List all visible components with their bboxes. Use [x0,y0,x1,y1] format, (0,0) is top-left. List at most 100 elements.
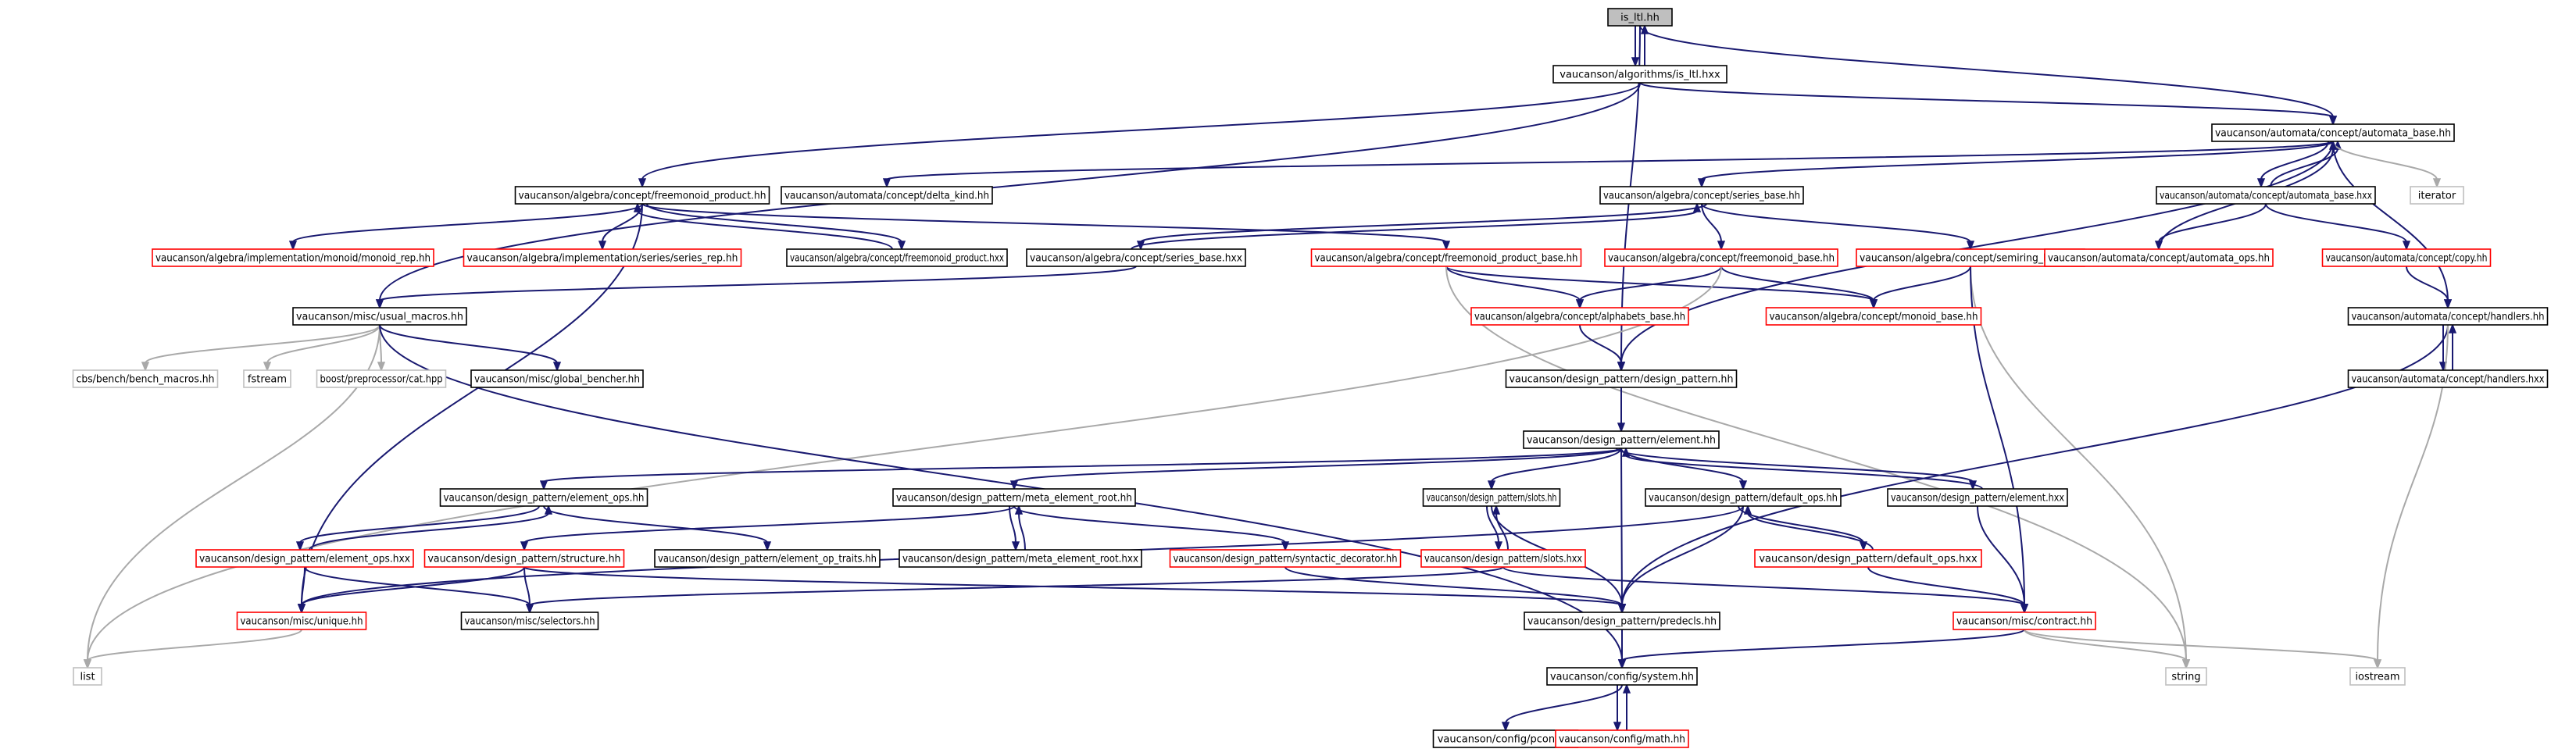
node-box [460,612,599,630]
edge-vaucanson-algorithms-is-ltl-hxx-to-vaucanson-algebra-concept-freemonoid-product-hh [638,82,1641,189]
edge-vaucanson-algebra-concept-series-base-hxx-to-vaucanson-misc-usual-macros-hh [375,266,1137,310]
edge-vaucanson-automata-concept-automata-base-hh-to-vaucanson-automata-concept-automata-base-hxx [2256,141,2329,189]
node-vaucanson-misc-usual-macros-hh[interactable]: vaucanson/misc/usual_macros.hh [292,307,467,326]
node-label: vaucanson/misc/usual_macros.hh [296,312,463,323]
edge-vaucanson-automata-concept-automata-base-hh-to-iterator [2332,141,2442,189]
node-label: vaucanson/automata/concept/automata_base… [2215,128,2451,140]
node-vaucanson-misc-contract-hh[interactable]: vaucanson/misc/contract.hh [1953,612,2096,630]
node-vaucanson-algebra-concept-monoid-base-hh[interactable]: vaucanson/algebra/concept/monoid_base.hh [1765,307,1982,326]
node-box [2347,369,2549,388]
edge-is-ltl-hh-to-vaucanson-automata-concept-automata-base-hh [1639,25,2338,127]
node-vaucanson-automata-concept-handlers-hxx[interactable]: vaucanson/automata/concept/handlers.hxx [2347,369,2549,388]
node-vaucanson-algorithms-is-ltl-hxx[interactable]: vaucanson/algorithms/is_ltl.hxx [1552,65,1727,84]
node-vaucanson-design-pattern-meta-element-root-hh[interactable]: vaucanson/design_pattern/meta_element_ro… [892,488,1136,507]
node-vaucanson-design-pattern-syntactic-decorator-hh[interactable]: vaucanson/design_pattern/syntactic_decor… [1169,549,1402,568]
node-vaucanson-design-pattern-meta-element-root-hxx[interactable]: vaucanson/design_pattern/meta_element_ro… [899,549,1142,568]
node-vaucanson-automata-concept-automata-base-hh[interactable]: vaucanson/automata/concept/automata_base… [2211,123,2455,142]
node-vaucanson-design-pattern-default-ops-hh[interactable]: vaucanson/design_pattern/default_ops.hh [1645,488,1842,507]
node-vaucanson-config-math-hh[interactable]: vaucanson/config/math.hh [1555,729,1689,748]
node-vaucanson-design-pattern-element-hh[interactable]: vaucanson/design_pattern/element.hh [1523,430,1720,449]
node-label: vaucanson/automata/concept/delta_kind.hh [784,191,989,202]
edge-vaucanson-design-pattern-element-hxx-to-vaucanson-design-pattern-element-hh [1621,446,1983,490]
node-vaucanson-design-pattern-element-op-traits-hh[interactable]: vaucanson/design_pattern/element_op_trai… [654,549,881,568]
node-label: vaucanson/design_pattern/element.hxx [1891,493,2064,505]
node-list: list [73,667,102,686]
node-vaucanson-automata-concept-copy-hh[interactable]: vaucanson/automata/concept/copy.hh [2321,248,2492,267]
node-vaucanson-algebra-concept-semiring-base-hh[interactable]: vaucanson/algebra/concept/semiring_base.… [1856,248,2085,267]
node-vaucanson-algebra-concept-series-base-hxx[interactable]: vaucanson/algebra/concept/series_base.hx… [1026,248,1246,267]
node-vaucanson-algebra-concept-freemonoid-product-hxx[interactable]: vaucanson/algebra/concept/freemonoid_pro… [786,248,1008,267]
node-vaucanson-algebra-concept-freemonoid-base-hh[interactable]: vaucanson/algebra/concept/freemonoid_bas… [1604,248,1838,267]
node-label: vaucanson/algebra/concept/freemonoid_pro… [1315,253,1578,265]
node-label: list [80,672,95,683]
node-box [2410,186,2464,205]
node-box [2044,248,2274,267]
edge-vaucanson-algebra-concept-semiring-base-hh-to-vaucanson-algebra-concept-monoid-base-hh [1869,266,1971,310]
node-box [2156,186,2376,205]
node-box [1599,186,1804,205]
node-label: vaucanson/automata/concept/handlers.hh [2352,312,2545,323]
node-vaucanson-design-pattern-slots-hxx[interactable]: vaucanson/design_pattern/slots.hxx [1420,549,1586,568]
node-label: vaucanson/algebra/concept/series_base.hx… [1030,253,1242,265]
node-vaucanson-algebra-concept-freemonoid-product-base-hh[interactable]: vaucanson/algebra/concept/freemonoid_pro… [1310,248,1582,267]
node-label: vaucanson/design_pattern/element.hh [1527,435,1716,447]
node-label: vaucanson/algebra/concept/freemonoid_pro… [519,191,766,202]
node-box [2211,123,2455,142]
node-vaucanson-design-pattern-element-hxx[interactable]: vaucanson/design_pattern/element.hxx [1887,488,2068,507]
edge-vaucanson-design-pattern-element-hh-to-vaucanson-design-pattern-meta-element-root-hh [1009,448,1622,491]
node-label: iostream [2355,672,2399,683]
node-label: vaucanson/algebra/concept/monoid_base.hh [1770,312,1978,323]
node-box [1523,430,1720,449]
edge-is-ltl-hh-to-vaucanson-algorithms-is-ltl-hxx [1631,25,1640,68]
node-vaucanson-automata-concept-delta-kind-hh[interactable]: vaucanson/automata/concept/delta_kind.hh [781,186,993,205]
node-vaucanson-config-system-hh[interactable]: vaucanson/config/system.hh [1546,667,1698,686]
edge-vaucanson-design-pattern-default-ops-hxx-to-vaucanson-design-pattern-default-ops-hh [1743,504,1874,551]
node-box [1546,667,1698,686]
node-vaucanson-design-pattern-default-ops-hxx[interactable]: vaucanson/design_pattern/default_ops.hxx [1754,549,1982,568]
node-vaucanson-misc-selectors-hh[interactable]: vaucanson/misc/selectors.hh [460,612,599,630]
node-string: string [2165,667,2207,686]
edge-vaucanson-design-pattern-element-ops-hh-to-vaucanson-design-pattern-element-op-traits-hh [543,505,772,552]
node-box [899,549,1142,568]
node-box [73,667,102,686]
node-label: vaucanson/design_pattern/design_pattern.… [1510,374,1734,386]
node-box [1604,248,1838,267]
node-vaucanson-algebra-implementation-monoid-monoid-rep-hh[interactable]: vaucanson/algebra/implementation/monoid/… [152,248,434,267]
node-vaucanson-design-pattern-predecls-hh[interactable]: vaucanson/design_pattern/predecls.hh [1524,612,1720,630]
node-vaucanson-design-pattern-slots-hh[interactable]: vaucanson/design_pattern/slots.hh [1422,488,1561,507]
node-label: vaucanson/design_pattern/meta_element_ro… [902,554,1138,565]
node-vaucanson-algebra-concept-alphabets-base-hh[interactable]: vaucanson/algebra/concept/alphabets_base… [1470,307,1689,326]
node-vaucanson-design-pattern-structure-hh[interactable]: vaucanson/design_pattern/structure.hh [423,549,625,568]
node-vaucanson-design-pattern-element-ops-hh[interactable]: vaucanson/design_pattern/element_ops.hh [439,488,648,507]
node-vaucanson-algebra-concept-series-base-hh[interactable]: vaucanson/algebra/concept/series_base.hh [1599,186,1804,205]
node-is-ltl-hh[interactable]: is_ltl.hh [1607,8,1673,27]
node-vaucanson-algebra-implementation-series-series-rep-hh[interactable]: vaucanson/algebra/implementation/series/… [463,248,742,267]
edge-vaucanson-algebra-concept-freemonoid-product-hxx-to-vaucanson-algebra-concept-freemonoid-product-hh [633,201,893,250]
node-vaucanson-automata-concept-handlers-hh[interactable]: vaucanson/automata/concept/handlers.hh [2347,307,2549,326]
node-box [1645,488,1842,507]
node-label: fstream [248,374,287,386]
node-vaucanson-design-pattern-design-pattern-hh[interactable]: vaucanson/design_pattern/design_pattern.… [1505,369,1738,388]
node-label: vaucanson/misc/selectors.hh [465,616,595,628]
node-label: vaucanson/design_pattern/default_ops.hh [1649,493,1838,505]
node-box [514,186,770,205]
edge-vaucanson-algebra-concept-freemonoid-base-hh-to-list [83,266,1722,670]
edge-vaucanson-design-pattern-meta-element-root-hh-to-vaucanson-design-pattern-syntactic-decorator-hh [1013,505,1290,552]
node-vaucanson-design-pattern-element-ops-hxx[interactable]: vaucanson/design_pattern/element_ops.hxx [195,549,414,568]
node-vaucanson-algebra-concept-freemonoid-product-hh[interactable]: vaucanson/algebra/concept/freemonoid_pro… [514,186,770,205]
node-box [1953,612,2096,630]
node-box [781,186,993,205]
node-label: vaucanson/config/math.hh [1559,734,1685,746]
node-label: vaucanson/misc/global_bencher.hh [474,374,640,386]
node-vaucanson-config-pconf-hh[interactable]: vaucanson/config/pconf.hh [1432,729,1579,748]
node-vaucanson-automata-concept-automata-ops-hh[interactable]: vaucanson/automata/concept/automata_ops.… [2044,248,2274,267]
node-vaucanson-misc-unique-hh[interactable]: vaucanson/misc/unique.hh [236,612,367,630]
node-vaucanson-misc-global-bencher-hh[interactable]: vaucanson/misc/global_bencher.hh [470,369,644,388]
node-label: is_ltl.hh [1620,12,1660,24]
edge-vaucanson-design-pattern-syntactic-decorator-hh-to-vaucanson-design-pattern-predecls-hh [1284,566,1627,615]
node-boost-preprocessor-cat-hpp: boost/preprocessor/cat.hpp [316,369,447,388]
node-box [470,369,644,388]
node-vaucanson-automata-concept-automata-base-hxx[interactable]: vaucanson/automata/concept/automata_base… [2156,186,2376,205]
edge-vaucanson-algebra-concept-freemonoid-base-hh-to-vaucanson-algebra-concept-alphabets-base-hh [1575,266,1722,310]
node-box [292,307,467,326]
